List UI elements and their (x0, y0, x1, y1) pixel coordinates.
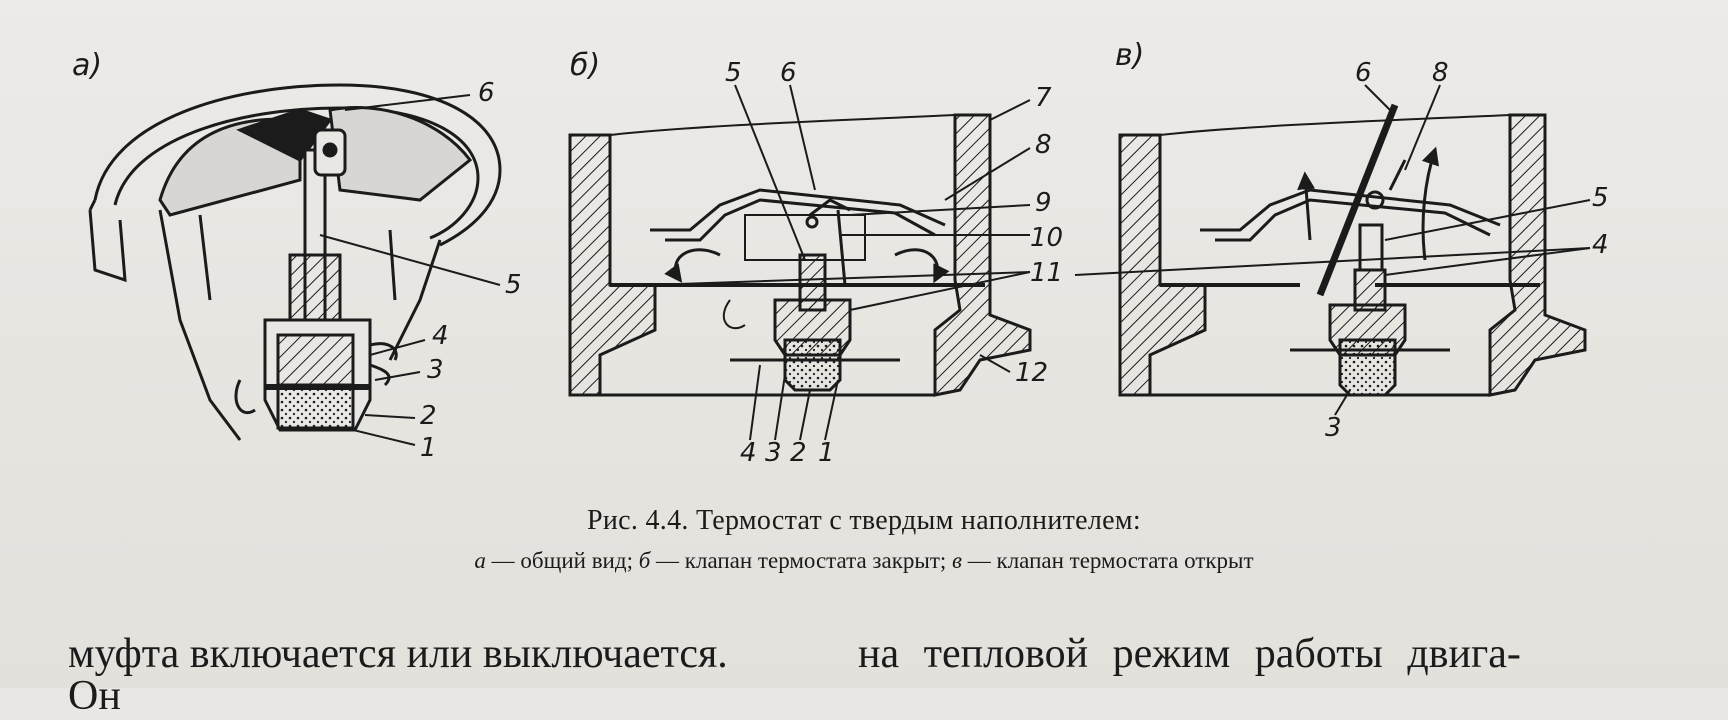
figure-caption-title: Рис. 4.4. Термостат с твердым наполнител… (586, 505, 1141, 536)
panel-b-label: 6 (780, 58, 797, 88)
panel-a-label: 5 (505, 270, 522, 300)
body-text-left-column: муфта включается или выключается. (68, 631, 728, 677)
panel-b-label: 11 (1030, 258, 1064, 288)
panel-a-label: 2 (420, 401, 437, 431)
panel-b-label: 1 (818, 438, 835, 468)
panel-b-label: 4 (740, 438, 757, 468)
panel-a-drawing (88, 83, 502, 446)
panel-a-label: 4 (432, 321, 449, 351)
panel-a-label: 1 (420, 433, 437, 463)
panel-b-label: 2 (790, 438, 807, 468)
caption-key-a: а (474, 548, 486, 573)
body-text-right-column: на тепловой режим работы двига- (858, 631, 1521, 677)
panel-b-label: 5 (725, 58, 742, 88)
panel-b-label: 9 (1035, 188, 1052, 218)
figure-drawing (88, 83, 1591, 446)
panel-b-label: 3 (765, 438, 782, 468)
figure-caption-legend: а — общий вид; б — клапан термостата зак… (0, 548, 1728, 574)
panel-a-letter: а) (72, 48, 103, 83)
panel-b-label: 10 (1030, 223, 1064, 253)
panel-b-label: 8 (1035, 130, 1052, 160)
caption-text-c: — клапан термостата открыт (962, 548, 1254, 573)
panel-c-label: 8 (1432, 58, 1449, 88)
panel-b-label: 7 (1035, 83, 1052, 113)
panel-c-letter: в) (1115, 38, 1145, 73)
panel-c-label: 4 (1592, 230, 1609, 260)
caption-text-a: — общий вид; (485, 548, 639, 573)
panel-c-label: 3 (1325, 413, 1342, 443)
panel-c-label: 6 (1355, 58, 1372, 88)
panel-a-label: 3 (427, 355, 444, 385)
thermostat-figure: а) б) в) 6 5 4 3 2 1 5 6 7 8 9 10 11 12 … (72, 38, 1609, 468)
panel-c-label: 5 (1592, 183, 1609, 213)
caption-key-b: б (638, 548, 651, 573)
caption-text-b: — клапан термостата закрыт; (650, 548, 953, 573)
caption-key-c: в (952, 548, 963, 573)
panel-c-drawing (1074, 84, 1591, 416)
body-text-cut-line: Он (68, 673, 121, 719)
panel-b-letter: б) (570, 48, 601, 83)
panel-b-drawing (568, 84, 1032, 441)
panel-b-label: 12 (1015, 358, 1049, 388)
panel-a-label: 6 (478, 78, 495, 108)
